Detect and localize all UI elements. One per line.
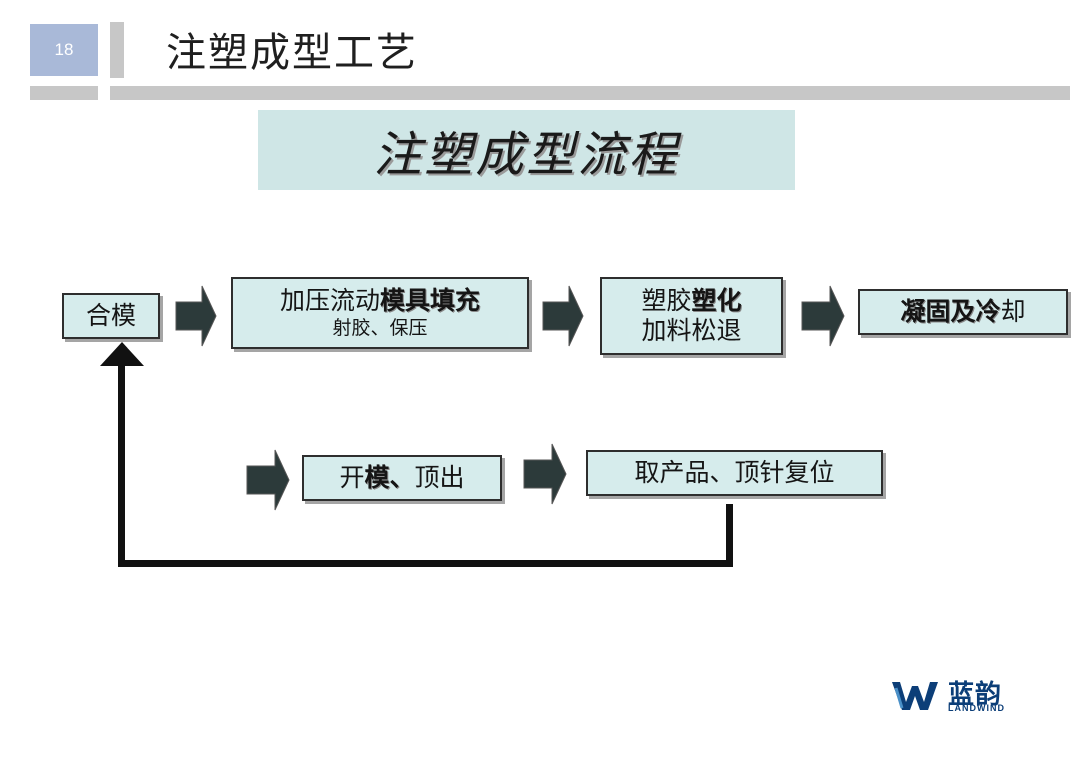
step-close-mold: 合模	[62, 293, 160, 339]
step-open-mold-label-post: 顶出	[414, 463, 465, 492]
return-line-up	[118, 360, 125, 567]
step-close-mold-label: 合模	[85, 301, 136, 330]
step-mold-fill-line2: 射胶、保压	[332, 317, 428, 339]
header-rule-left	[30, 86, 98, 100]
flow-arrow-2-icon	[542, 285, 584, 347]
step-take-product-label: 取产品、顶针复位	[634, 458, 835, 487]
step-cooling: 凝固及冷却	[858, 289, 1068, 335]
step-open-mold-label-pre: 开	[339, 463, 365, 492]
step-cooling-label-bold: 凝固及冷	[900, 297, 1001, 326]
page-number: 18	[30, 24, 98, 76]
step-plasticize-line1-pre: 塑胶	[641, 286, 692, 315]
step-open-mold: 开模、顶出	[302, 455, 502, 501]
flow-arrow-1-icon	[175, 285, 217, 347]
header-divider-block	[110, 22, 124, 78]
landwind-logo-icon	[892, 682, 938, 710]
process-banner: 注塑成型流程	[258, 110, 795, 190]
return-line-bottom	[118, 560, 733, 567]
logo-chinese-text: 蓝韵	[948, 680, 1003, 710]
step-mold-fill-line1-pre: 加压流动	[279, 286, 380, 315]
logo-english-text: LANDWIND	[948, 703, 1005, 713]
banner-title: 注塑成型流程	[373, 127, 680, 183]
header-rule-right	[110, 86, 1070, 100]
flow-arrow-3-icon	[801, 285, 845, 347]
step-plasticize-line1: 塑胶塑化	[641, 286, 741, 316]
flow-arrow-4-icon	[246, 449, 290, 511]
step-cooling-label-post: 却	[1000, 297, 1026, 326]
return-line-down	[726, 504, 733, 566]
step-cooling-label: 凝固及冷却	[900, 297, 1025, 327]
step-plasticize: 塑胶塑化 加料松退	[600, 277, 783, 355]
step-plasticize-line1-bold: 塑化	[691, 286, 742, 315]
step-mold-fill: 加压流动模具填充 射胶、保压	[231, 277, 529, 349]
return-arrowhead-icon	[100, 342, 144, 366]
flow-arrow-5-icon	[523, 443, 567, 505]
step-take-product: 取产品、顶针复位	[586, 450, 883, 496]
step-plasticize-line2: 加料松退	[641, 316, 742, 345]
step-open-mold-label-bold: 模、	[364, 463, 415, 492]
step-mold-fill-line1-bold: 模具填充	[380, 286, 481, 315]
slide-title: 注塑成型工艺	[166, 30, 418, 76]
step-mold-fill-line1: 加压流动模具填充	[280, 286, 480, 316]
step-open-mold-label: 开模、顶出	[339, 463, 464, 493]
